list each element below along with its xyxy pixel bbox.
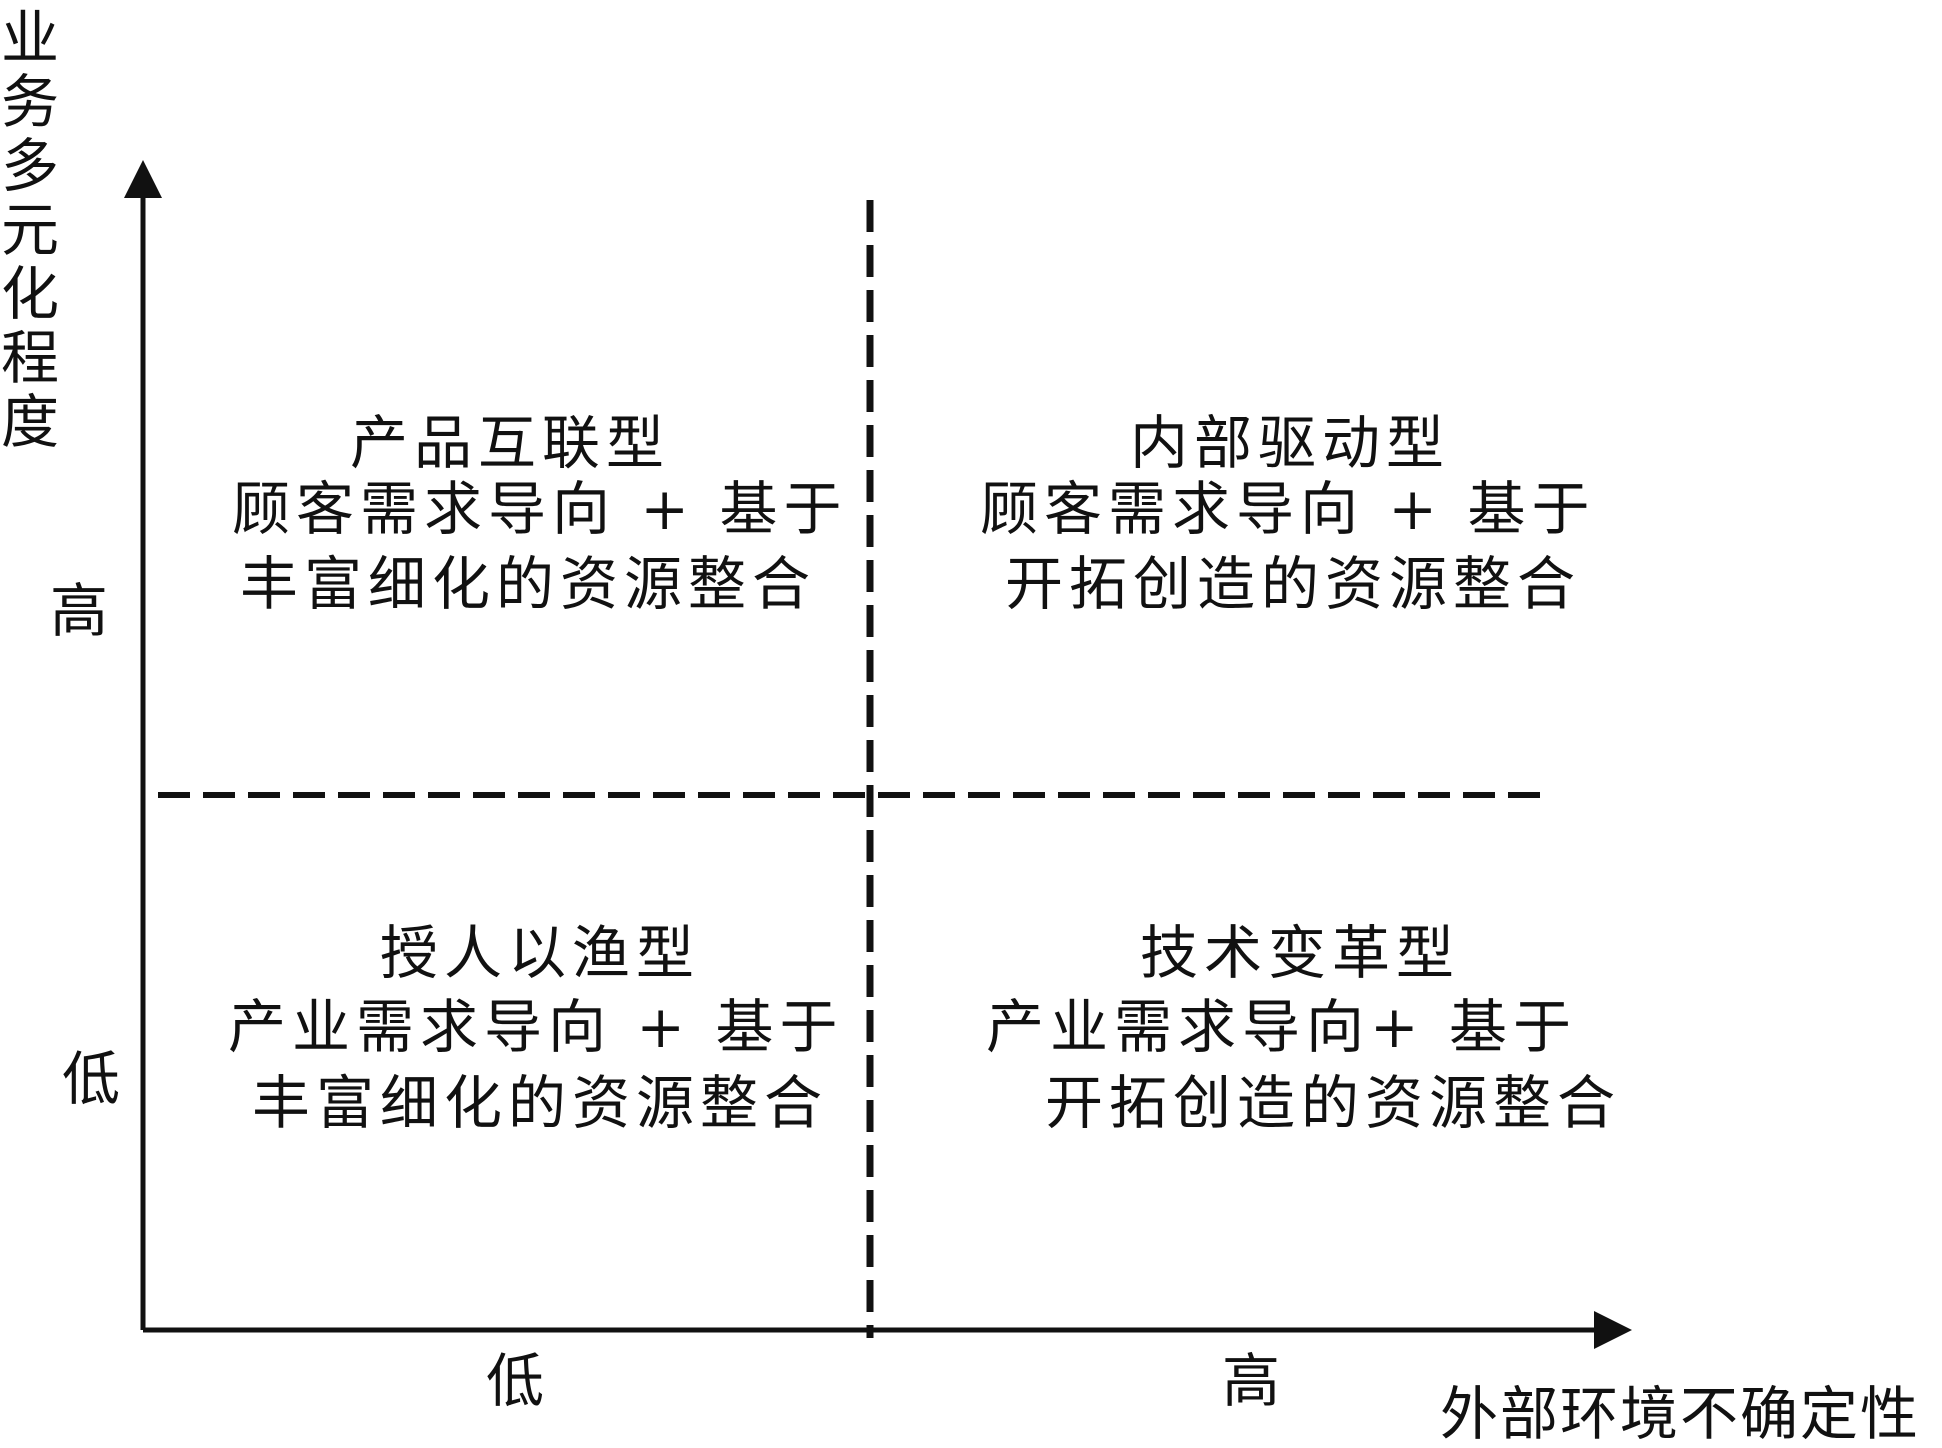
quadrant-line1: 产业需求导向+ 基于: [986, 993, 1578, 1061]
y-axis-arrow-icon: [124, 160, 162, 198]
x-tick-high: 高: [1222, 1347, 1281, 1415]
y-tick-high: 高: [50, 577, 109, 645]
y-axis-label: 业务多元化程度: [0, 4, 59, 456]
quadrant-title: 产品互联型: [349, 409, 670, 477]
quadrant-line1: 顾客需求导向 + 基于: [980, 475, 1596, 543]
quadrant-line1: 产业需求导向 + 基于: [228, 993, 844, 1061]
quadrant-line2: 开拓创造的资源整合: [1045, 1069, 1622, 1137]
quadrant-line2: 丰富细化的资源整合: [252, 1069, 829, 1137]
x-tick-low: 低: [486, 1347, 545, 1415]
quadrant-line2: 丰富细化的资源整合: [240, 550, 817, 618]
quadrant-title: 内部驱动型: [1129, 409, 1450, 477]
quadrant-line1: 顾客需求导向 + 基于: [232, 475, 848, 543]
x-axis-label: 外部环境不确定性: [1440, 1380, 1921, 1448]
y-tick-low: 低: [62, 1045, 121, 1113]
x-axis-arrow-icon: [1594, 1311, 1632, 1349]
quadrant-line2: 开拓创造的资源整合: [1005, 550, 1582, 618]
quadrant-title: 技术变革型: [1139, 919, 1460, 987]
quadrant-title: 授人以渔型: [379, 919, 700, 987]
